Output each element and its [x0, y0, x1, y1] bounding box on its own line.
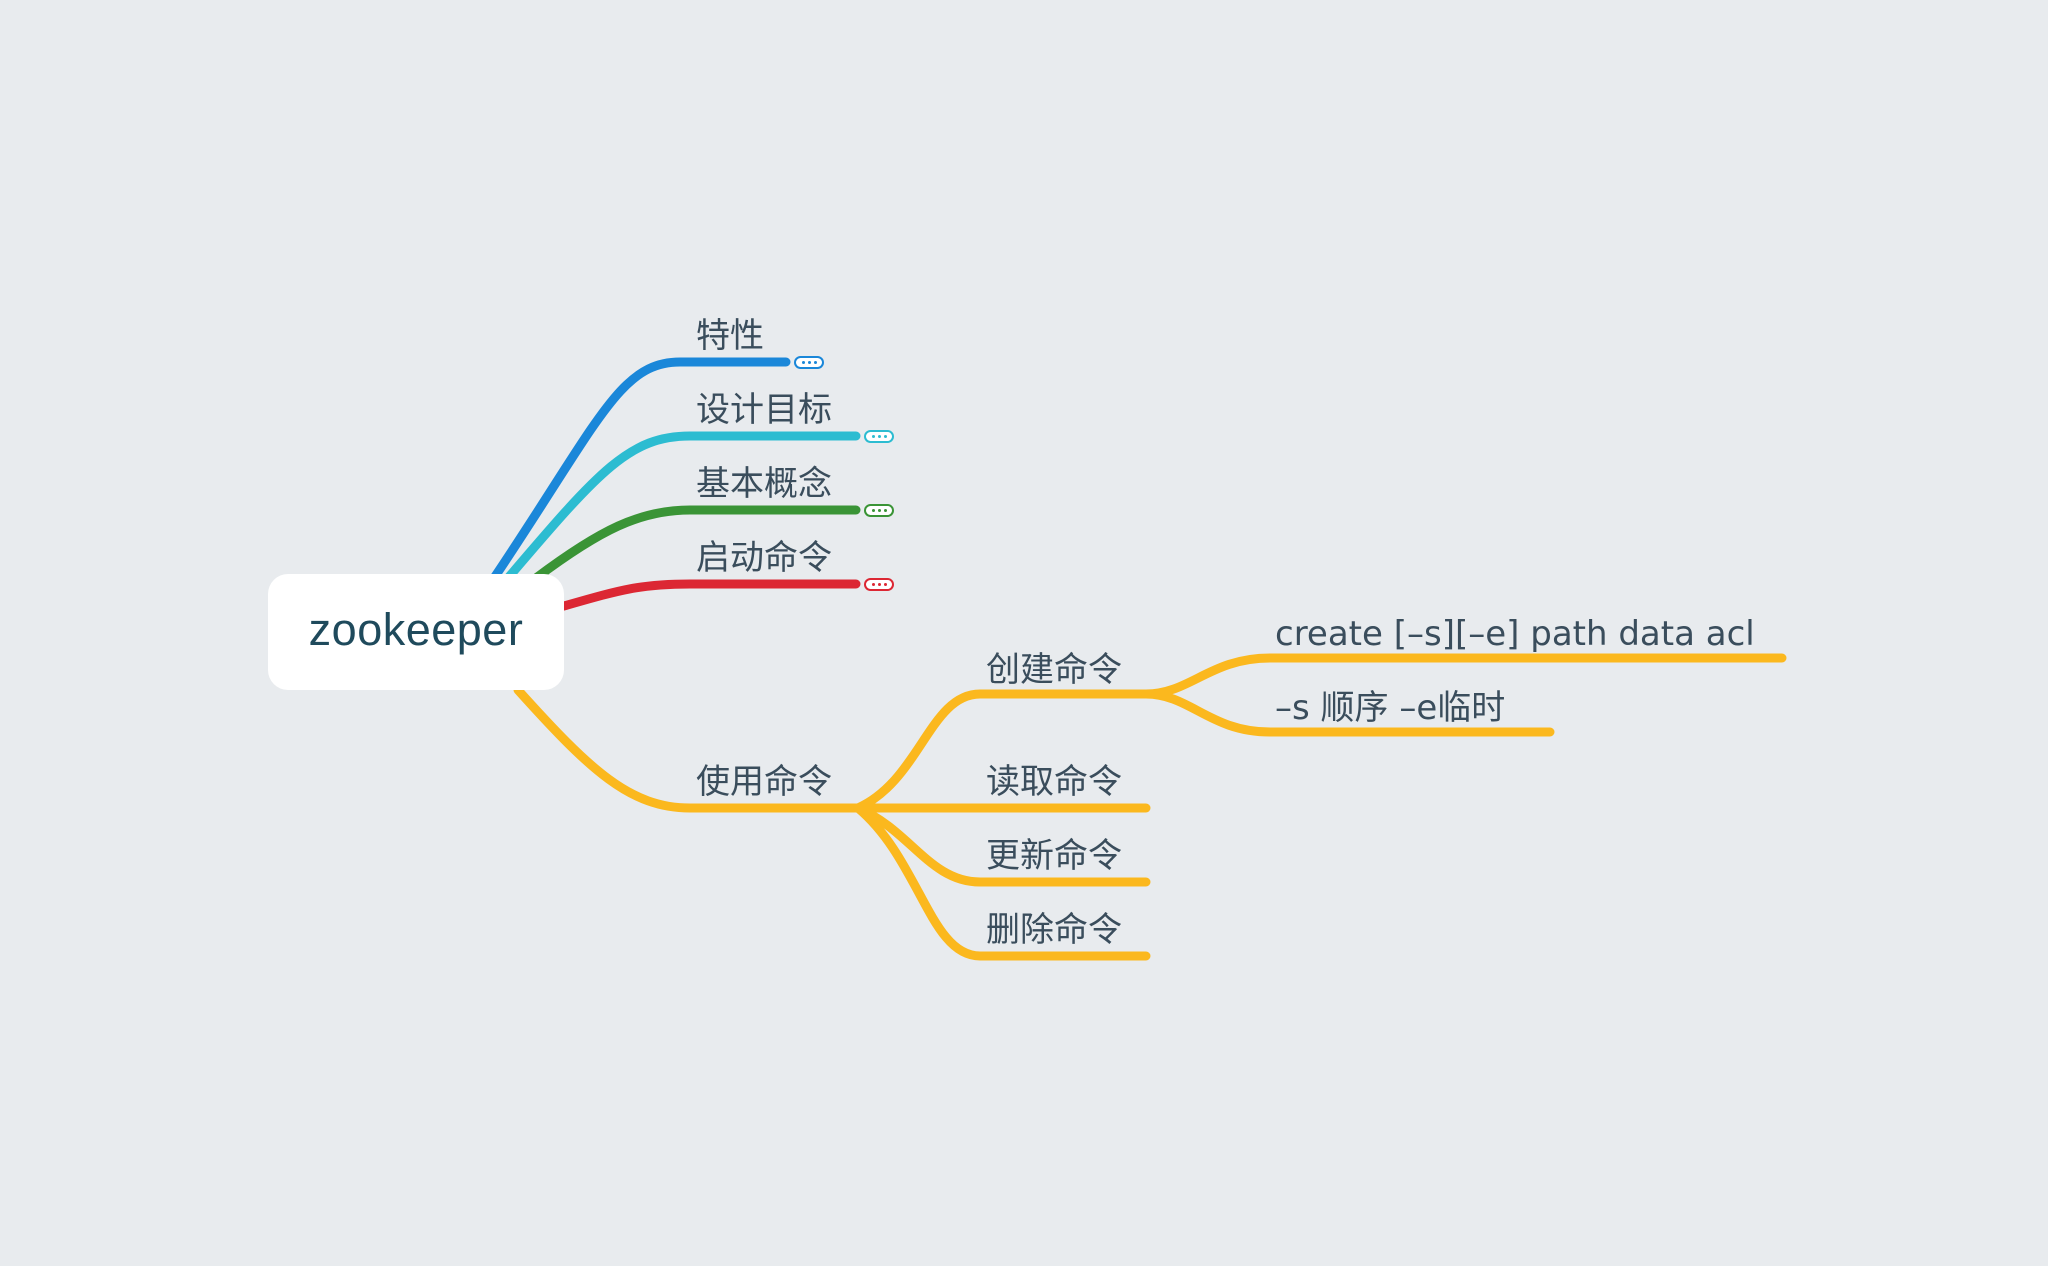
link-basic-concepts	[531, 505, 861, 583]
topic-features[interactable]: 特性	[696, 316, 764, 356]
root-topic[interactable]: zookeeper	[268, 574, 564, 690]
topic-read-command[interactable]: 读取命令	[986, 762, 1122, 802]
link-design-goals	[503, 431, 861, 583]
ellipsis-icon	[871, 435, 875, 438]
link-usage-commands	[513, 685, 863, 813]
link-start-commands	[559, 579, 861, 611]
root-topic-label: zookeeper	[308, 604, 524, 655]
ellipsis-icon	[801, 361, 805, 364]
topic-create-syntax[interactable]: create [–s][–e] path data acl	[1275, 614, 1755, 654]
ellipsis-icon	[883, 435, 887, 438]
link-create-command	[853, 689, 1151, 813]
ellipsis-icon	[813, 361, 817, 364]
ellipsis-icon	[883, 583, 887, 586]
ellipsis-icon	[877, 509, 881, 512]
ellipsis-icon	[871, 583, 875, 586]
topic-update-command[interactable]: 更新命令	[986, 836, 1122, 876]
expand-start-commands-button[interactable]	[864, 578, 894, 591]
ellipsis-icon	[877, 435, 881, 438]
topic-basic-concepts[interactable]: 基本概念	[696, 464, 832, 504]
ellipsis-icon	[807, 361, 811, 364]
topic-usage-commands[interactable]: 使用命令	[696, 762, 832, 802]
link-delete-command	[853, 803, 1151, 961]
expand-basic-concepts-button[interactable]	[864, 504, 894, 517]
ellipsis-icon	[871, 509, 875, 512]
topic-create-flags[interactable]: –s 顺序 –e临时	[1275, 688, 1506, 728]
link-update-command	[853, 803, 1151, 887]
topic-design-goals[interactable]: 设计目标	[696, 390, 832, 430]
link-create-flags	[1141, 689, 1555, 737]
ellipsis-icon	[877, 583, 881, 586]
ellipsis-icon	[883, 509, 887, 512]
link-features	[489, 357, 791, 583]
topic-delete-command[interactable]: 删除命令	[986, 910, 1122, 950]
expand-design-goals-button[interactable]	[864, 430, 894, 443]
expand-features-button[interactable]	[794, 356, 824, 369]
topic-create-command[interactable]: 创建命令	[986, 650, 1122, 690]
topic-start-commands[interactable]: 启动命令	[696, 538, 832, 578]
